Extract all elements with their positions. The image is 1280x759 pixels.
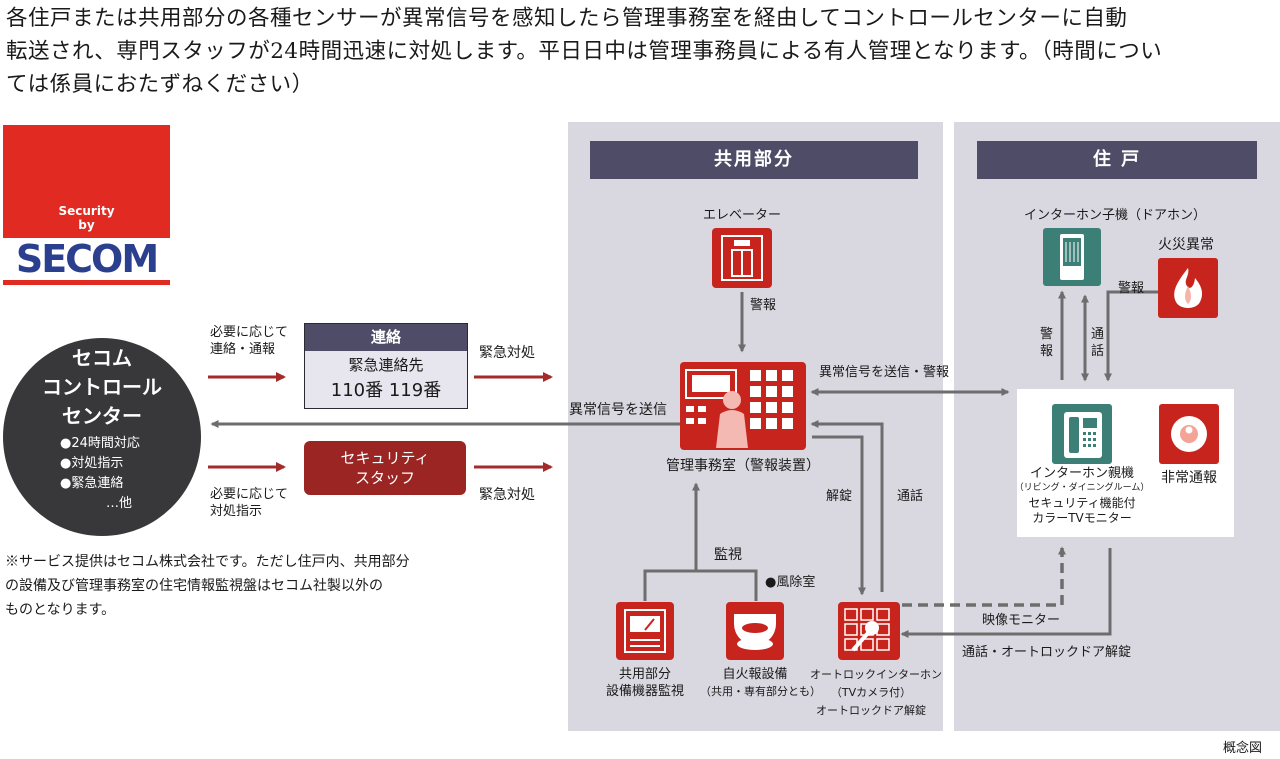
service-note: ※サービス提供はセコム株式会社です。ただし住戸内、共用部分の設備及び管理事務室の… (5, 554, 410, 618)
office-label: 管理事務室（警報装置） (666, 458, 820, 474)
emergency-contacts-label: 緊急連絡先 (348, 356, 424, 374)
talk-label: 通話 (897, 489, 924, 504)
video-monitor-label: 映像モニター (982, 613, 1061, 628)
autolock-intercom-icon (838, 602, 900, 660)
unlock-label: 解錠 (826, 489, 853, 504)
emergency-numbers: 110番 119番 (330, 380, 442, 401)
residence-header: 住 戸 (977, 141, 1257, 179)
concept-diagram-label: 概念図 (1223, 741, 1263, 756)
emergency-response-label-1: 緊急対処 (479, 345, 535, 361)
arrow-talk-unlock (900, 548, 1112, 638)
intro-line-1: 各住戸または共用部分の各種センサーが異常信号を感知したら管理事務室を経由してコン… (6, 6, 1128, 31)
equipment-monitor-icon (616, 602, 674, 660)
arrow-video-monitor (902, 546, 1066, 607)
contact-box-header: 連絡 (305, 324, 467, 351)
emergency-response-label-2: 緊急対処 (479, 487, 535, 503)
secom-logo-name: SECOM (15, 237, 159, 281)
fire-alarm-equipment-icon (726, 602, 784, 660)
intercom-parent-unit-icon (1052, 404, 1112, 464)
office-alarm-panel-icon (680, 362, 806, 450)
signal-send-label: 異常信号を送信 (569, 402, 667, 418)
signal-alarm-label: 異常信号を送信・警報 (819, 365, 950, 380)
monitor-label: 監視 (714, 547, 742, 563)
intro-text: 各住戸または共用部分の各種センサーが異常信号を感知したら管理事務室を経由してコン… (6, 2, 1276, 101)
fire-alarm-label: 警報 (1118, 281, 1145, 296)
arrow-talk (810, 420, 884, 592)
autolock-intercom-label: オートロックインターホン（TVカメラ付）オートロックドア解錠 (810, 668, 942, 717)
door-intercom-label: インターホン子機（ドアホン） (1023, 208, 1206, 223)
elevator-alarm-label: 警報 (750, 298, 777, 313)
common-equipment-label: 共用部分設備機器監視 (605, 667, 684, 699)
emergency-call-icon (1159, 404, 1219, 464)
fire-sensor-icon (1158, 258, 1218, 318)
control-center-title: セコム コントロール センター (42, 346, 162, 428)
door-talk-label: 通話 (1091, 327, 1105, 359)
control-center-circle (3, 338, 201, 536)
security-staff-box: セキュリティ スタッフ (304, 441, 466, 495)
emergency-call-label: 非常通報 (1161, 470, 1217, 486)
arrow-unlock (812, 435, 866, 596)
common-area-header: 共用部分 (590, 141, 918, 179)
monitor-tree (643, 569, 758, 601)
door-alarm-label: 警報 (1040, 327, 1054, 359)
intercom-parent-label: インターホン親機 （リビング・ダイニングルーム） セキュリティ機能付 カラーTV… (1014, 466, 1150, 525)
door-intercom-icon (1043, 228, 1101, 286)
elevator-label: エレベーター (702, 208, 781, 223)
contact-box: 連絡 緊急連絡先 110番 119番 (304, 323, 468, 409)
fire-anomaly-label: 火災異常 (1158, 237, 1214, 253)
arrow-fire-alarm (1104, 290, 1158, 382)
instruct-label: 必要に応じて対処指示 (210, 487, 289, 519)
contact-label: 必要に応じて連絡・通報 (210, 325, 289, 357)
intro-line-3: ては係員におたずねください） (6, 72, 314, 97)
wind-room-label: ●風除室 (765, 575, 816, 590)
elevator-icon (712, 228, 772, 288)
fire-alarm-equipment-label: 自火報設備（共用・専有部分とも） (700, 667, 821, 698)
talk-unlock-label: 通話・オートロックドア解錠 (962, 645, 1132, 660)
control-center-items: ●24時間対応 ●対処指示 ●緊急連絡 …他 (60, 436, 140, 511)
intro-line-2: 転送され、専門スタッフが24時間迅速に対処します。平日日中は管理事務員による有人… (6, 39, 1163, 64)
